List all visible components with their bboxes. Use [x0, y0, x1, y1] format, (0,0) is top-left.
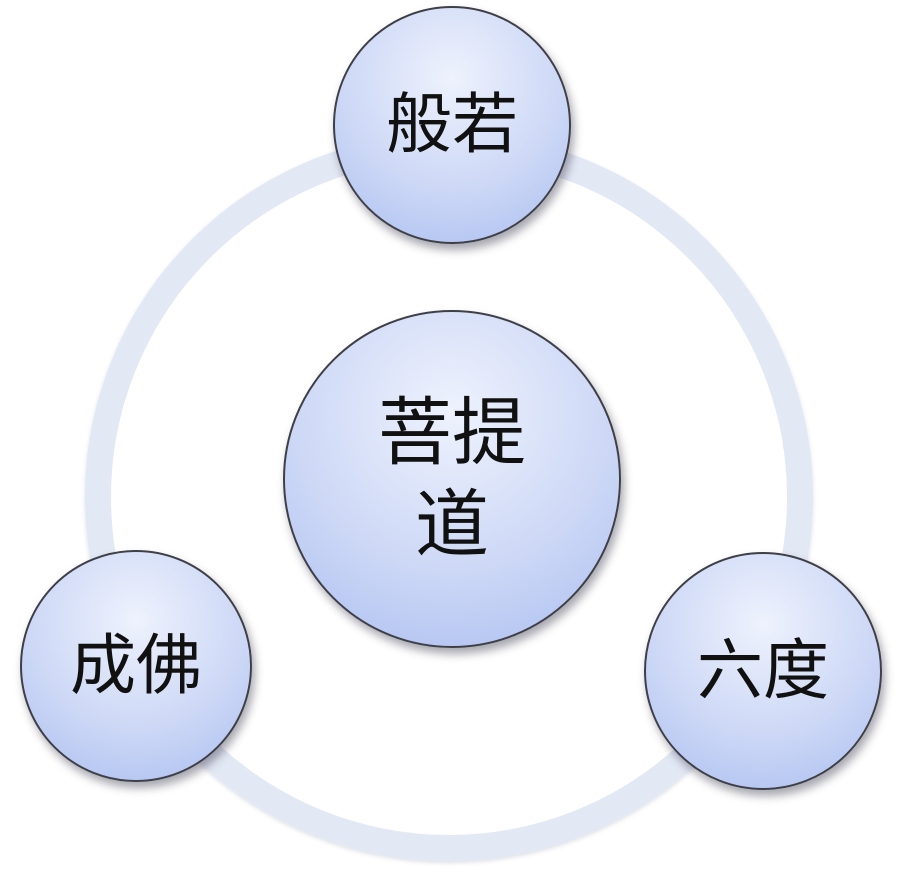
outer-node-right: 六度 [644, 552, 882, 790]
outer-node-right-label: 六度 [697, 631, 829, 709]
outer-node-left: 成佛 [20, 550, 252, 782]
center-node: 菩提道 [283, 310, 621, 648]
outer-node-left-label: 成佛 [70, 626, 202, 704]
outer-node-top: 般若 [333, 6, 571, 244]
center-node-label: 菩提道 [378, 389, 526, 569]
outer-node-top-label: 般若 [386, 85, 518, 163]
